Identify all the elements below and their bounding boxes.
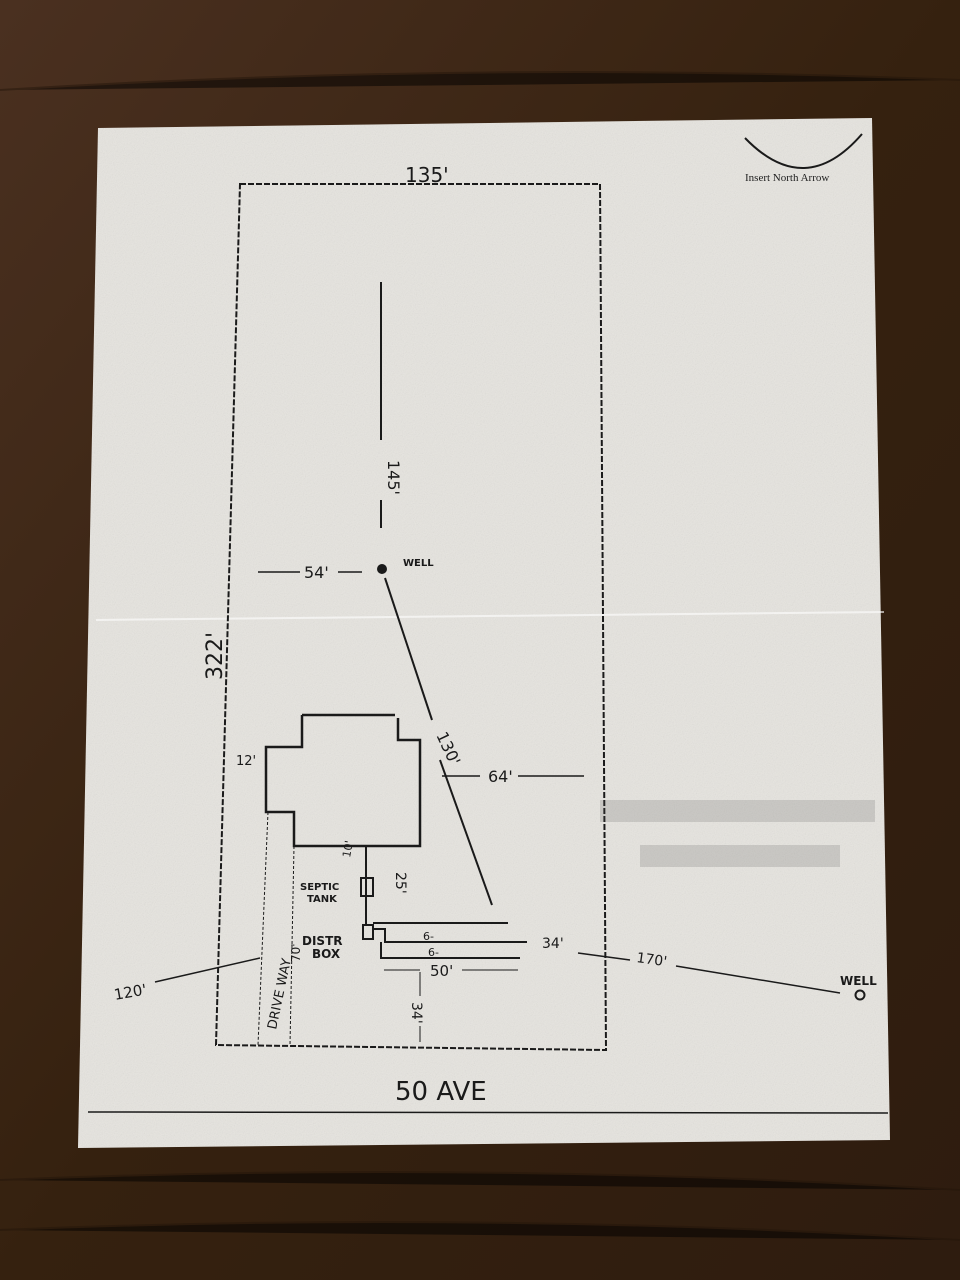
distr-box-label-1: DISTR: [302, 934, 343, 948]
drain-line-label-2: 6-: [428, 946, 439, 959]
well-label: WELL: [403, 558, 434, 569]
field-side-label: 34': [542, 936, 564, 952]
driveway-edge-left: [257, 811, 269, 1046]
lot-boundary: [214, 183, 608, 1052]
drain-line-label-1: 6-: [423, 930, 434, 943]
distribution-box: [362, 924, 374, 940]
lot-width-label: 135': [405, 163, 449, 187]
driveway-length-label: 70': [289, 943, 303, 962]
field-front-label: 34': [408, 1002, 424, 1024]
street-label: 50 AVE: [395, 1077, 487, 1107]
driveway-neighbor-label: 120': [113, 981, 148, 1004]
house-outline: [264, 715, 422, 848]
septic-tank: [360, 877, 374, 897]
north-arrow-arc: [744, 133, 863, 169]
neighbor-well-distance-label: 170': [635, 950, 668, 970]
driveway-edge-right: [289, 845, 295, 1046]
neighbor-well-marker: [854, 989, 866, 1001]
neighbor-well-label: WELL: [840, 974, 877, 988]
well-house-dimension: [439, 759, 493, 906]
field-length-label: 50': [430, 962, 453, 980]
lot-depth-label: 322': [203, 632, 228, 680]
distr-box-label-2: BOX: [312, 947, 341, 961]
tank-distance-label: 10': [340, 839, 356, 858]
drain-line-2: [373, 928, 527, 943]
well-marker: [377, 564, 387, 574]
house-side-label: 12': [236, 754, 256, 769]
drain-line-3: [380, 942, 520, 959]
north-arrow-label: Insert North Arrow: [745, 172, 829, 184]
well-side-label: 54': [304, 563, 329, 582]
well-back-label: 145': [384, 460, 403, 495]
septic-tank-label-1: SEPTIC: [300, 882, 339, 893]
septic-tank-label-2: TANK: [307, 894, 338, 905]
bleed-through-text: [600, 800, 875, 867]
street-line: [87, 1111, 889, 1114]
house-right-label: 64': [488, 767, 513, 786]
tank-offset-label: 25': [392, 872, 408, 894]
